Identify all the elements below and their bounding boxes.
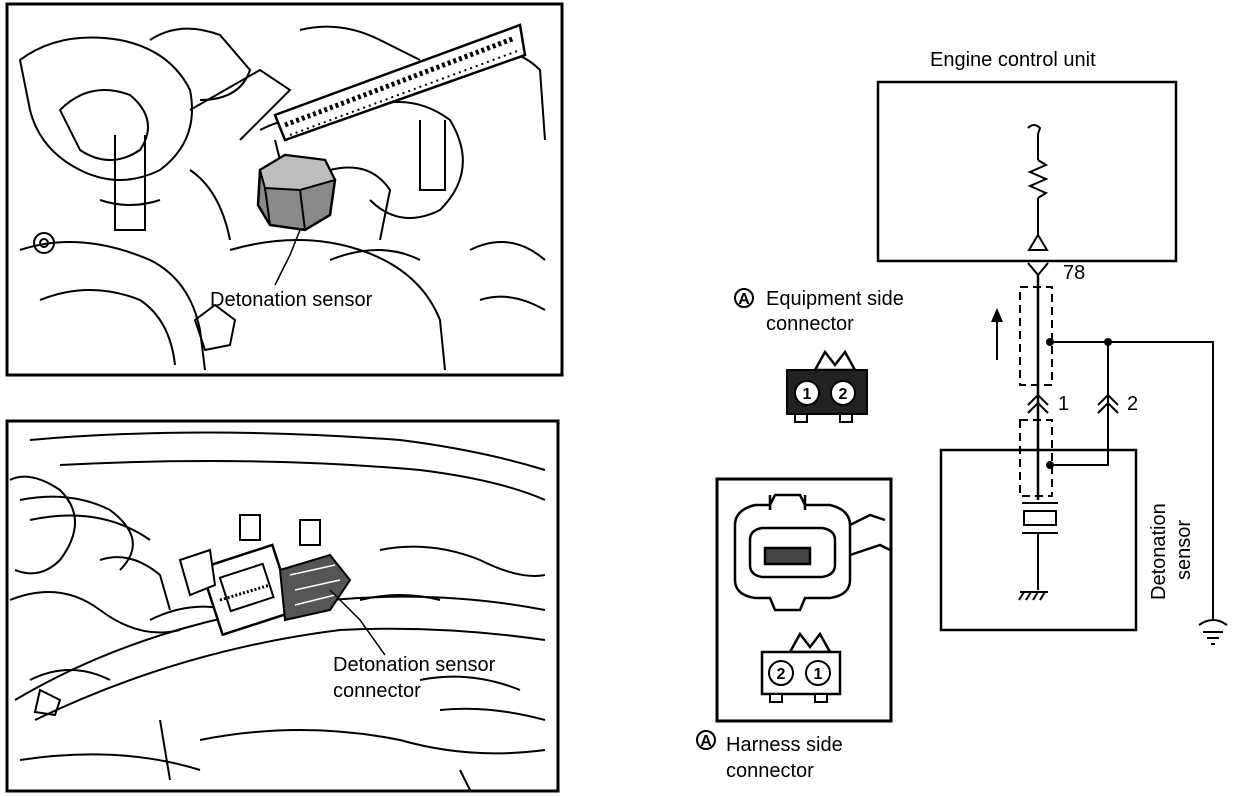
piezo-element-symbol: [1018, 502, 1058, 601]
detonation-sensor-label: Detonation sensor: [210, 289, 373, 311]
marker-a-icon: A: [696, 730, 716, 750]
detonation-sensor-connector-label-line2: connector: [333, 680, 421, 702]
harness-pin-2: 2: [777, 666, 786, 683]
ecu-label: Engine control unit: [930, 49, 1096, 71]
detonation-sensor-vertical-label: Detonation sensor: [1148, 503, 1195, 600]
detonation-sensor-connector-label-line1: Detonation sensor: [333, 654, 496, 676]
harness-connector-face: 2 1: [760, 631, 842, 703]
svg-text:sensor: sensor: [1173, 520, 1195, 580]
equipment-side-connector: A Equipment side connector 1 2: [734, 288, 904, 423]
detonation-sensor-box: [939, 448, 1138, 632]
equipment-pin-2: 2: [839, 386, 848, 403]
harness-side-connector: 2 1 A Harness side connector: [696, 477, 893, 782]
shield-lower: [1019, 419, 1053, 497]
detonation-sensor-body: [256, 153, 337, 232]
detonation-sensor-connector-body: [178, 514, 352, 637]
wire1-connector-symbol: [1027, 393, 1049, 414]
equipment-side-label-line1: Equipment side: [766, 288, 904, 310]
equipment-pin-1: 1: [803, 386, 812, 403]
ecu-terminal-symbol: [1027, 262, 1049, 277]
schematic: Engine control unit 78 1: [876, 49, 1228, 645]
svg-text:Detonation: Detonation: [1148, 503, 1170, 600]
harness-side-label-line2: connector: [726, 760, 814, 782]
shield-upper: [1019, 286, 1053, 386]
detonation-sensor-illustration: Detonation sensor: [5, 2, 564, 377]
svg-text:A: A: [738, 291, 750, 308]
ecu-resistor-symbol: [1027, 124, 1049, 251]
harness-connector-drawing: [733, 493, 891, 612]
marker-a-icon: A: [734, 288, 754, 308]
wire2-label: 2: [1127, 393, 1138, 415]
ecu-terminal-number: 78: [1063, 262, 1085, 284]
equipment-connector-face: 1 2: [786, 349, 868, 423]
equipment-side-label-line2: connector: [766, 313, 854, 335]
ecu-box: [876, 80, 1178, 263]
wire2-connector-symbol: [1097, 393, 1119, 414]
harness-side-label-line1: Harness side: [726, 734, 843, 756]
ground-icon: [1198, 619, 1228, 645]
wire1-label: 1: [1058, 393, 1069, 415]
svg-text:A: A: [700, 733, 712, 750]
harness-pin-1: 1: [814, 666, 823, 683]
signal-direction-arrow-icon: [991, 308, 1003, 360]
detonation-sensor-connector-illustration: Detonation sensor connector: [5, 419, 560, 793]
